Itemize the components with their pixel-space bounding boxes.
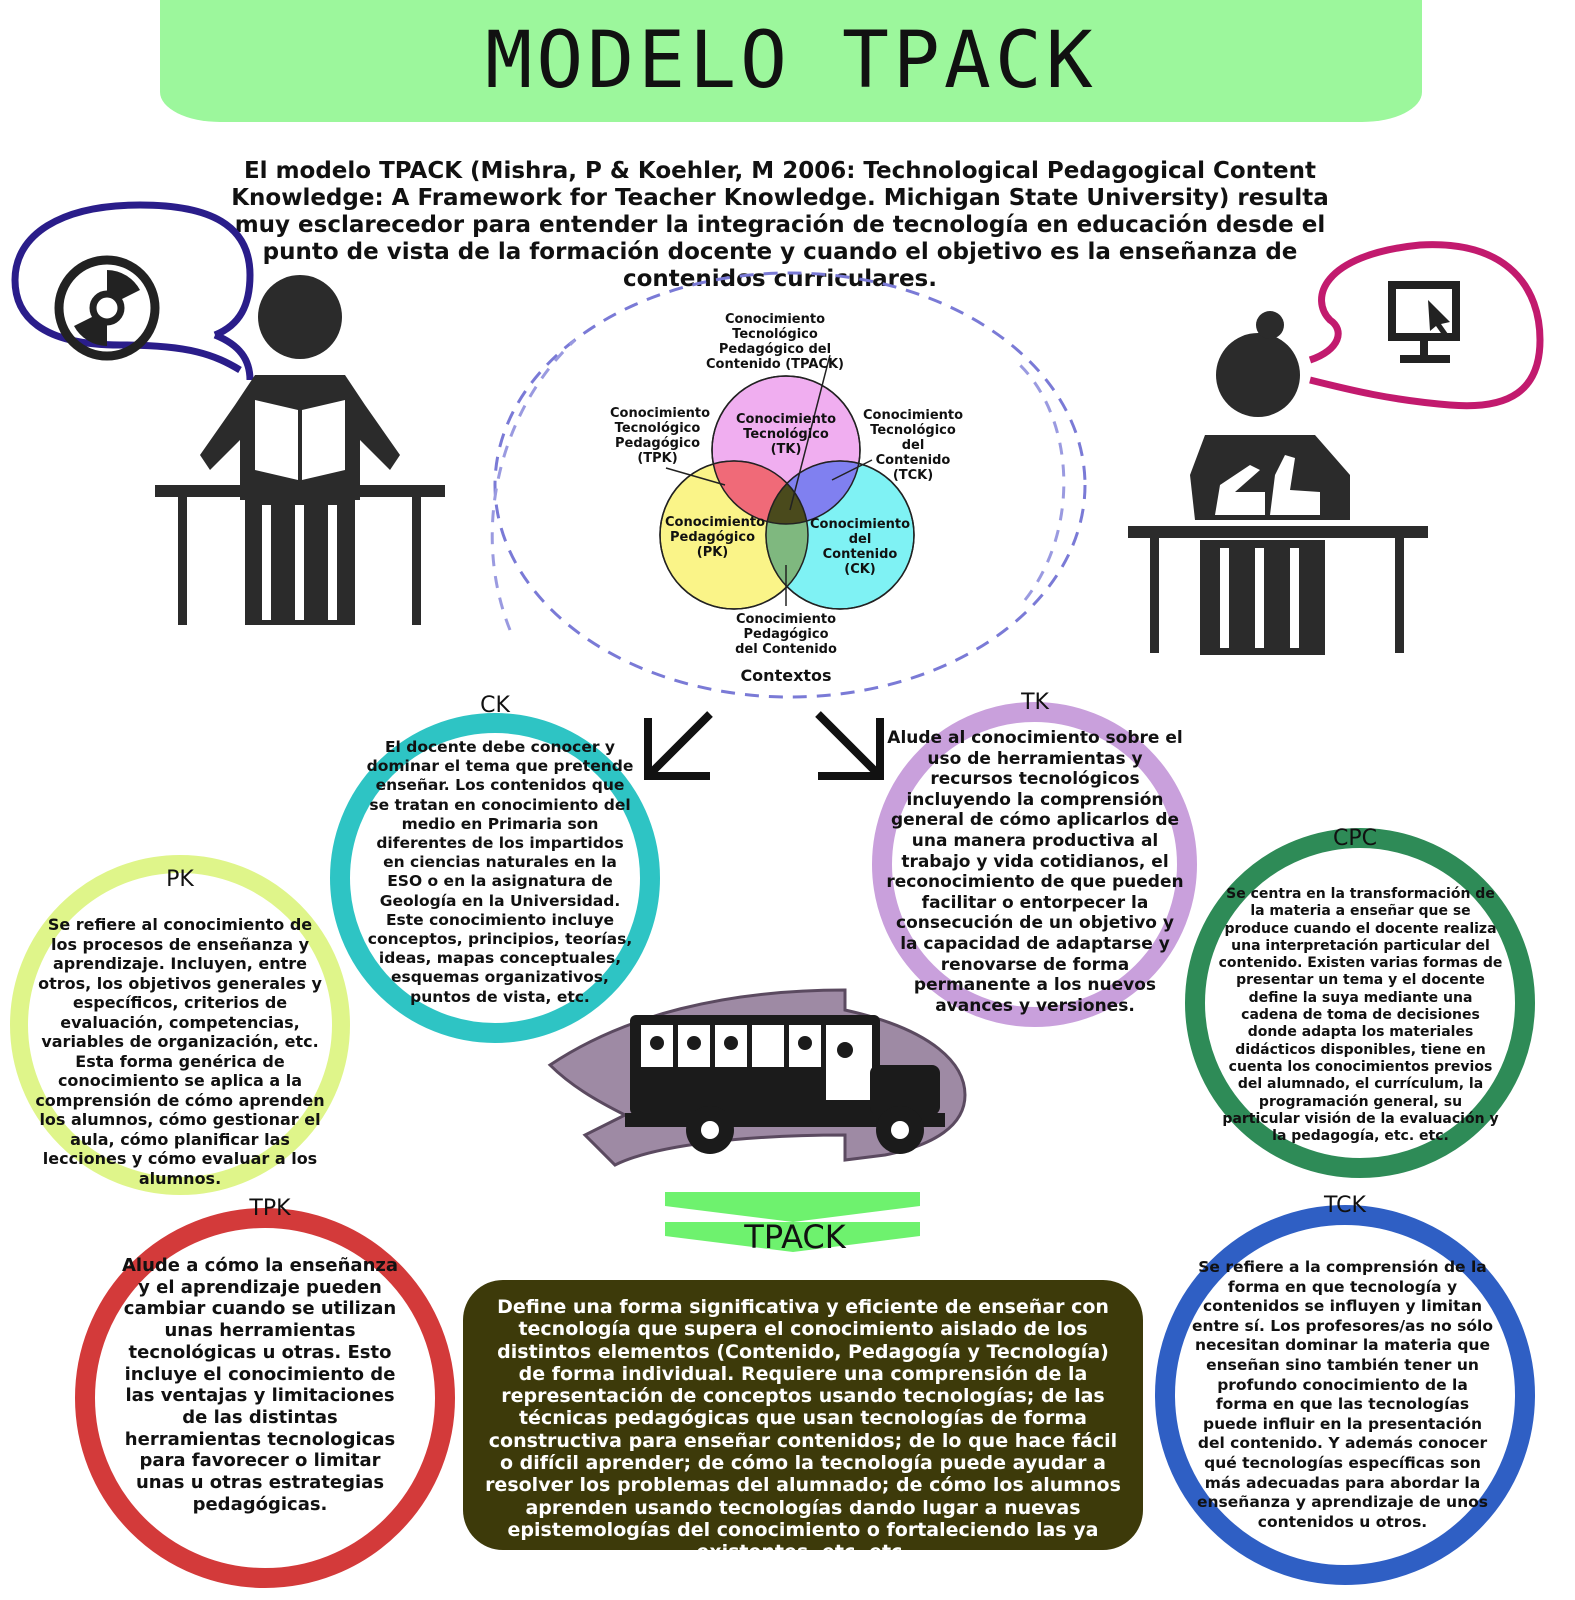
tpack-definition-box: Define una forma significativa y eficien… <box>463 1280 1143 1563</box>
tck-heading: TCK <box>1324 1193 1366 1218</box>
label-tck: Conocimiento Tecnológico del Contenido (… <box>863 408 964 483</box>
computer-cursor-icon <box>1388 281 1460 363</box>
chevron-down-icon <box>665 1192 920 1252</box>
ck-text: El docente debe conocer y dominar el tem… <box>366 738 634 1006</box>
pk-heading: PK <box>166 867 194 892</box>
label-pck: Conocimiento Pedagógico del Contenido <box>735 612 837 657</box>
tpk-heading: TPK <box>249 1196 291 1221</box>
cpc-heading: CPC <box>1333 826 1377 851</box>
writing-student-icon <box>1128 241 1544 655</box>
page-title: MODELO TPACK <box>485 16 1097 106</box>
cpc-text: Se centra en la transformación de la mat… <box>1218 886 1503 1145</box>
arrow-down-left-icon <box>644 711 713 780</box>
label-tpk: Conocimiento Tecnológico Pedagógico (TPK… <box>610 406 711 466</box>
label-contexts: Contextos <box>740 666 832 685</box>
label-pk: Conocimiento Pedagógico (PK) <box>665 515 766 560</box>
disc-icon <box>54 255 160 361</box>
tck-text: Se refiere a la comprensión de la forma … <box>1191 1258 1494 1531</box>
tk-heading: TK <box>1021 690 1049 715</box>
arrow-down-right-icon <box>815 711 884 780</box>
ck-heading: CK <box>480 693 510 718</box>
venn-shapes <box>490 271 1087 699</box>
label-tpack: Conocimiento Tecnológico Pedagógico del … <box>706 312 844 372</box>
venn-diagram: Conocimiento Tecnológico Pedagógico del … <box>480 270 1100 710</box>
tk-text: Alude al conocimiento sobre el uso de he… <box>886 728 1184 1016</box>
label-ck: Conocimiento del Contenido (CK) <box>810 517 911 577</box>
tpk-text: Alude a cómo la enseñanza y el aprendiza… <box>121 1255 399 1515</box>
tpack-text: Define una forma significativa y eficien… <box>485 1296 1121 1564</box>
title-banner: MODELO TPACK <box>160 0 1422 122</box>
reading-student-icon <box>11 201 445 625</box>
pk-text: Se refiere al conocimiento de los proces… <box>35 915 325 1188</box>
tpack-label: TPACK <box>744 1218 846 1256</box>
intro-text: El modelo TPACK (Mishra, P & Koehler, M … <box>231 158 1329 292</box>
label-tk: Conocimiento Tecnológico (TK) <box>736 412 837 457</box>
bus-icon <box>547 988 967 1167</box>
